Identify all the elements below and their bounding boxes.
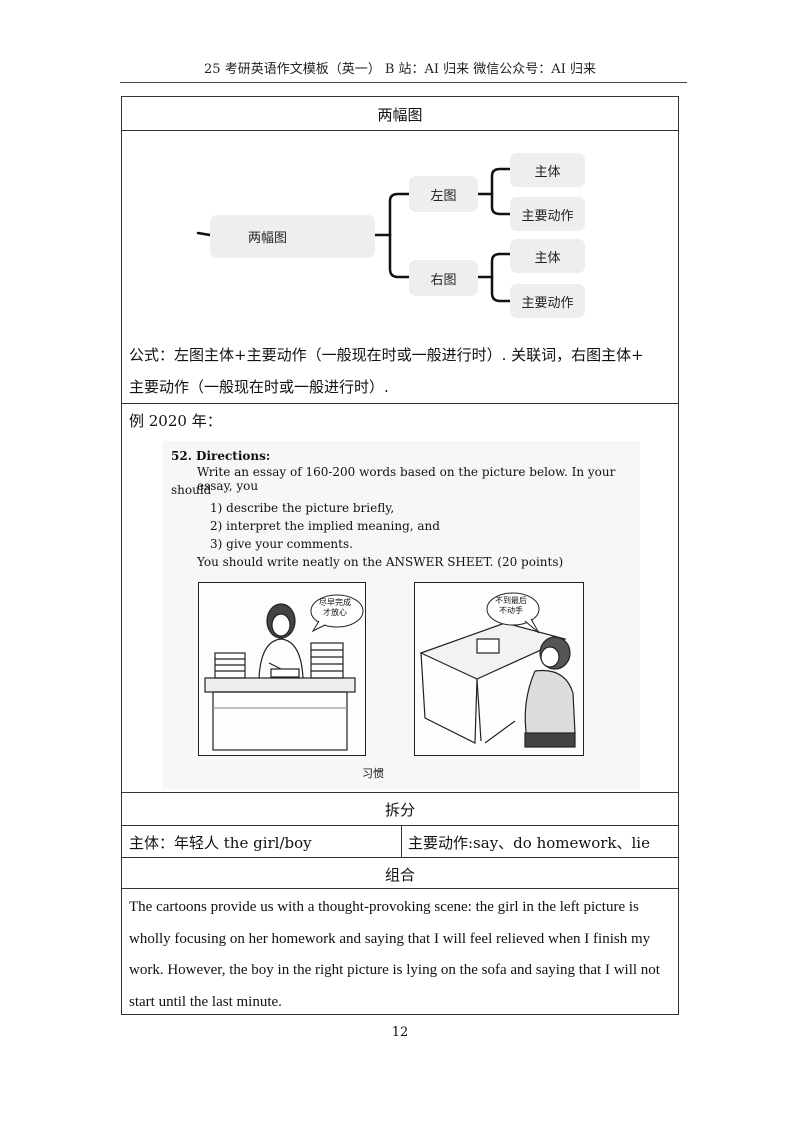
header-rule (120, 82, 687, 83)
breakdown-title: 拆分 (384, 801, 415, 819)
column-divider (401, 825, 402, 857)
divider (122, 857, 678, 858)
breakdown-subject: 主体：年轻人 the girl/boy (129, 834, 312, 852)
section-title: 两幅图 (377, 106, 423, 124)
mindmap-node-right: 右图 (409, 260, 478, 296)
combined-paragraph: The cartoons provide us with a thought-p… (129, 899, 660, 1010)
boy-lying-illustration (419, 622, 576, 748)
left-cartoon: 尽早完成 才放心 (198, 582, 366, 756)
mindmap-node-left-action: 主要动作 (510, 197, 585, 231)
mindmap-node-left-subject: 主体 (510, 153, 585, 187)
divider (122, 792, 678, 793)
content-table: 两幅图 两幅图 左图 主体 主要动作 右图 主体 主要动作 公式：左图主体+主要… (121, 96, 679, 1015)
directions-title: 52. Directions: (171, 449, 271, 463)
mindmap-node-right-subject: 主体 (510, 239, 585, 273)
directions-line-2: should (171, 483, 212, 497)
mindmap-root: 两幅图 (210, 215, 375, 258)
directions-line-1: Write an essay of 160-200 words based on… (197, 465, 616, 493)
mindmap-node-right-action: 主要动作 (510, 284, 585, 318)
divider (122, 130, 678, 131)
speech-bubble-left (310, 594, 364, 633)
formula-line-2: 主要动作（一般现在时或一般进行时）. (129, 378, 389, 396)
directions-item-1: 1) describe the picture briefly, (210, 501, 395, 515)
divider (122, 888, 678, 889)
exam-question-image: 52. Directions: Write an essay of 160-20… (162, 441, 640, 789)
directions-line-3: You should write neatly on the ANSWER SH… (197, 555, 564, 569)
divider (122, 403, 678, 404)
girl-studying-illustration (204, 603, 356, 751)
example-label: 例 2020 年： (129, 412, 222, 430)
directions-item-2: 2) interpret the implied meaning, and (210, 519, 440, 533)
cartoon-caption: 习惯 (362, 767, 384, 780)
divider (122, 825, 678, 826)
combine-title: 组合 (384, 866, 415, 884)
mindmap-connectors (196, 167, 512, 303)
right-cartoon: 不到最后 不动手 (414, 582, 584, 756)
page-header: 25 考研英语作文模板（英一） B 站：AI 归来 微信公众号：AI 归来 (204, 62, 596, 77)
mindmap-node-left: 左图 (409, 176, 478, 212)
speech-bubble-left-text: 尽早完成 才放心 (319, 598, 351, 617)
speech-bubble-right-text: 不到最后 不动手 (495, 596, 527, 615)
directions-item-3: 3) give your comments. (210, 537, 353, 551)
page-number: 12 (391, 1025, 409, 1040)
formula-line-1: 公式：左图主体+主要动作（一般现在时或一般进行时）. 关联词，右图主体+ (129, 346, 644, 364)
speech-bubble-right (486, 592, 540, 634)
breakdown-action: 主要动作:say、do homework、lie (408, 834, 650, 852)
